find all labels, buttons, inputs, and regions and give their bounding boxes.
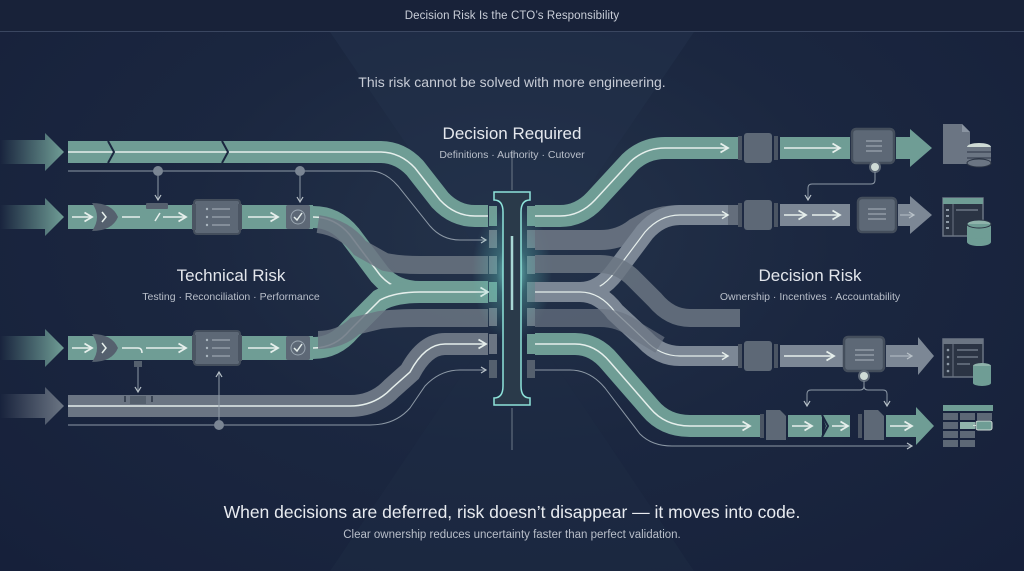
left-pipeline-2: [0, 198, 490, 303]
coupling-block: [744, 133, 772, 163]
decision-risk-subtitle: Ownership · Incentives · Accountability: [719, 291, 901, 303]
right-pipeline-4: [535, 333, 993, 450]
coupling-block: [744, 341, 772, 371]
page-title: Decision Risk Is the CTO’s Responsibilit…: [404, 9, 620, 22]
footer-subline: Clear ownership reduces uncertainty fast…: [343, 529, 681, 541]
right-pipeline-3: [535, 255, 991, 408]
right-pipeline-2: [535, 196, 992, 302]
junction-dot: [153, 166, 163, 176]
document-block-icon: [856, 196, 898, 234]
technical-risk-subtitle: Testing · Reconciliation · Performance: [142, 291, 320, 303]
junction-dot: [858, 370, 870, 382]
checkmark-icon: [286, 205, 310, 229]
input-arrow-icon: [0, 329, 64, 367]
file-database-icon: [943, 124, 970, 164]
junction-dot: [214, 420, 224, 430]
subheading: This risk cannot be solved with more eng…: [358, 74, 666, 90]
document-block-icon: [842, 335, 886, 373]
pipeline-diagram: [0, 32, 993, 571]
valve-icon: [92, 334, 118, 362]
junction-dot: [869, 161, 881, 173]
junction-block: [130, 396, 146, 404]
input-arrow-icon: [0, 198, 64, 236]
decision-gate: [472, 150, 552, 450]
checkmark-icon: [286, 336, 310, 360]
coupling-block: [864, 410, 884, 440]
valve-icon: [92, 203, 118, 231]
decision-risk-title: Decision Risk: [758, 266, 862, 285]
technical-risk-title: Technical Risk: [176, 266, 286, 285]
center-subtitle: Definitions · Authority · Cutover: [439, 149, 585, 161]
right-pipeline-1: [535, 124, 992, 227]
junction-dot: [295, 166, 305, 176]
left-pipeline-3: [0, 281, 488, 394]
footer-headline: When decisions are deferred, risk doesn’…: [223, 502, 801, 522]
left-pipeline-1: [0, 133, 488, 244]
coupling-block: [744, 200, 772, 230]
injection-point: [146, 203, 168, 209]
diagram-canvas: This risk cannot be solved with more eng…: [0, 32, 1024, 571]
left-pipeline-4: [0, 333, 488, 430]
center-title: Decision Required: [442, 124, 582, 143]
header-bar: Decision Risk Is the CTO’s Responsibilit…: [0, 0, 1024, 32]
input-arrow-icon: [0, 387, 64, 425]
spreadsheet-icon: [943, 405, 993, 447]
input-arrow-icon: [0, 133, 64, 171]
coupling-block: [766, 410, 786, 440]
